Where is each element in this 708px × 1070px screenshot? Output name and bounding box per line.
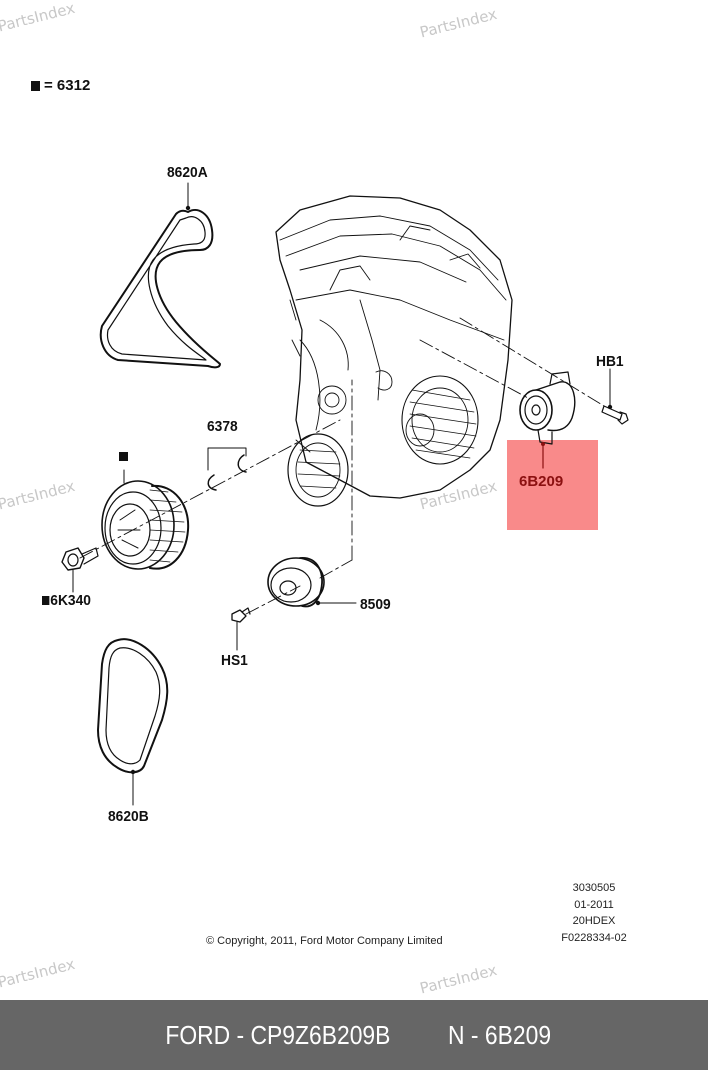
callout-8620b[interactable]: 8620B xyxy=(108,808,149,825)
drive-belt-8620b xyxy=(97,638,169,806)
base-part-number: N - 6B209 xyxy=(448,1019,552,1050)
reference-line: 3030505 xyxy=(572,882,616,894)
exploded-view-drawing xyxy=(61,182,629,806)
reference-line: 20HDEX xyxy=(572,915,616,927)
drive-belt-8620a xyxy=(99,182,221,369)
legend: = 6312 xyxy=(31,77,90,94)
reference-line: F0228334-02 xyxy=(561,931,627,944)
square-bullet-icon xyxy=(31,80,40,91)
screw-hs1 xyxy=(231,607,251,651)
callout-8620a[interactable]: 8620A xyxy=(167,164,208,181)
callout-8509[interactable]: 8509 xyxy=(360,596,391,613)
assembly-axis-lines xyxy=(79,317,605,615)
square-bullet-icon xyxy=(42,596,50,605)
crankshaft-pulley xyxy=(101,469,190,570)
callout-6k340-text: 6K340 xyxy=(50,592,91,609)
crank-bolt xyxy=(61,547,99,593)
callout-6b209[interactable]: 6B209 xyxy=(519,473,564,490)
bolt-hb1 xyxy=(601,368,629,425)
square-bullet-icon xyxy=(119,452,128,461)
copyright-notice: © Copyright, 2011, Ford Motor Company Li… xyxy=(206,935,443,947)
pulley-8509 xyxy=(267,557,357,608)
parts-diagram: PartsIndex PartsIndex PartsIndex PartsIn… xyxy=(0,0,633,998)
callout-hs1[interactable]: HS1 xyxy=(221,652,248,669)
legend-text: = 6312 xyxy=(44,77,91,94)
washers-6378 xyxy=(207,447,247,491)
belt-tensioner-6b209 xyxy=(519,371,576,469)
selected-part-highlight[interactable] xyxy=(507,440,598,530)
oem-part-number: FORD - CP9Z6B209B xyxy=(164,1019,390,1050)
callout-6378[interactable]: 6378 xyxy=(207,418,238,435)
reference-line: 01-2011 xyxy=(574,898,614,911)
callout-6k340[interactable]: 6K340 xyxy=(42,592,91,609)
engine-assembly xyxy=(275,195,513,507)
part-number-bar: FORD - CP9Z6B209B N - 6B209 xyxy=(0,1000,708,1070)
drawing-reference: 3030505 01-2011 20HDEX F0228334-02 xyxy=(555,880,633,946)
callout-hb1[interactable]: HB1 xyxy=(596,353,624,370)
